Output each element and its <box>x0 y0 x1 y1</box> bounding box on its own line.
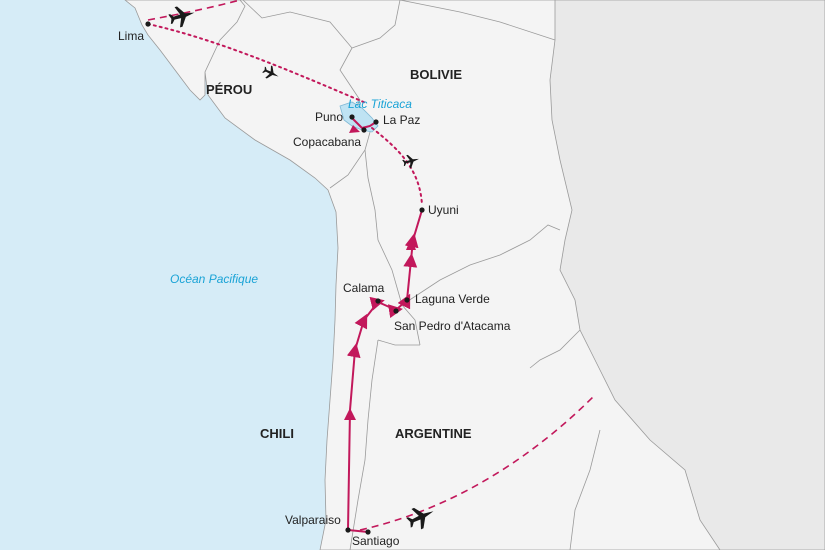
place-label-la-paz: La Paz <box>383 113 420 127</box>
city-dot-icon <box>373 119 379 125</box>
place-label-laguna-verde: Laguna Verde <box>415 292 490 306</box>
city-dot-icon <box>145 21 151 27</box>
country-label-peru: PÉROU <box>206 82 252 97</box>
lake-titicaca <box>339 101 379 133</box>
city-dot-icon <box>349 114 355 120</box>
country-label-chile: CHILI <box>260 426 294 441</box>
ocean-label: Océan Pacifique <box>170 272 258 286</box>
city-dots <box>145 21 425 535</box>
city-dot-icon <box>393 308 399 314</box>
place-label-santiago: Santiago <box>352 534 400 548</box>
city-dot-icon <box>419 207 425 213</box>
lake-label: Lac Titicaca <box>348 97 412 111</box>
city-dot-icon <box>404 297 410 303</box>
country-label-bolivia: BOLIVIE <box>410 67 462 82</box>
place-label-puno: Puno <box>315 110 343 124</box>
place-label-uyuni: Uyuni <box>428 203 459 217</box>
city-dot-icon <box>361 127 367 133</box>
place-label-san-pedro: San Pedro d'Atacama <box>394 319 511 333</box>
place-label-copacabana: Copacabana <box>293 135 361 149</box>
place-label-valparaiso: Valparaiso <box>285 513 341 527</box>
route-arrow-uyuni <box>406 238 416 250</box>
route-arrow-south <box>344 408 356 420</box>
country-label-argentina: ARGENTINE <box>395 426 472 441</box>
route-arrow-puno <box>349 125 360 133</box>
city-dot-icon <box>345 527 351 533</box>
city-dot-icon <box>365 529 371 535</box>
city-dot-icon <box>375 298 381 304</box>
country-borders <box>242 0 601 550</box>
international-flights <box>147 0 596 531</box>
place-label-lima: Lima <box>118 29 144 43</box>
place-label-calama: Calama <box>343 281 385 295</box>
